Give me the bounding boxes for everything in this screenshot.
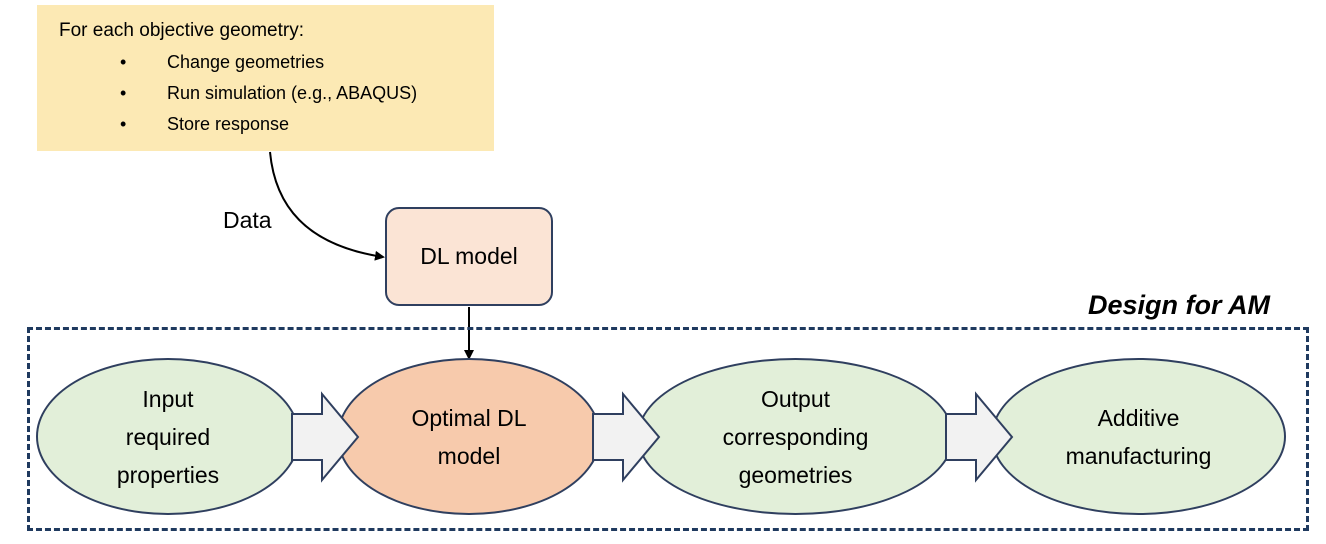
node-input-properties: Input required properties: [36, 358, 300, 515]
note-item-text: Store response: [167, 114, 290, 134]
data-edge-arrow: [269, 151, 385, 261]
note-list: • Change geometries • Run simulation (e.g.…: [59, 50, 494, 143]
node-label: Optimal DL model: [411, 404, 527, 469]
region-title: Design for AM: [1088, 290, 1270, 320]
node-additive-manufacturing: Additive manufacturing: [991, 358, 1286, 515]
note-item-text: Run simulation (e.g., ABAQUS): [167, 83, 418, 103]
node-output-geometries: Output corresponding geometries: [637, 358, 954, 515]
node-label: Input required properties: [116, 385, 220, 488]
node-label: Additive manufacturing: [1065, 404, 1212, 469]
block-arrow: [291, 391, 360, 483]
note-item-text: Change geometries: [167, 52, 325, 72]
block-arrow: [945, 391, 1014, 483]
bullet-icon: •: [120, 52, 127, 72]
dl-model-label: DL model: [420, 243, 518, 269]
note-item: • Change geometries: [59, 50, 494, 81]
bullet-icon: •: [120, 83, 127, 103]
data-edge-label: Data: [223, 207, 272, 233]
node-label: Output corresponding geometries: [722, 385, 869, 488]
note-item: • Run simulation (e.g., ABAQUS): [59, 81, 494, 112]
bullet-icon: •: [120, 114, 127, 134]
design-for-am-region: [27, 327, 1309, 531]
block-arrow: [592, 391, 661, 483]
procedure-note: For each objective geometry: • Change geo…: [37, 5, 494, 151]
note-item: • Store response: [59, 112, 494, 143]
dl-model-box: DL model: [385, 207, 553, 306]
note-title: For each objective geometry:: [59, 20, 305, 41]
